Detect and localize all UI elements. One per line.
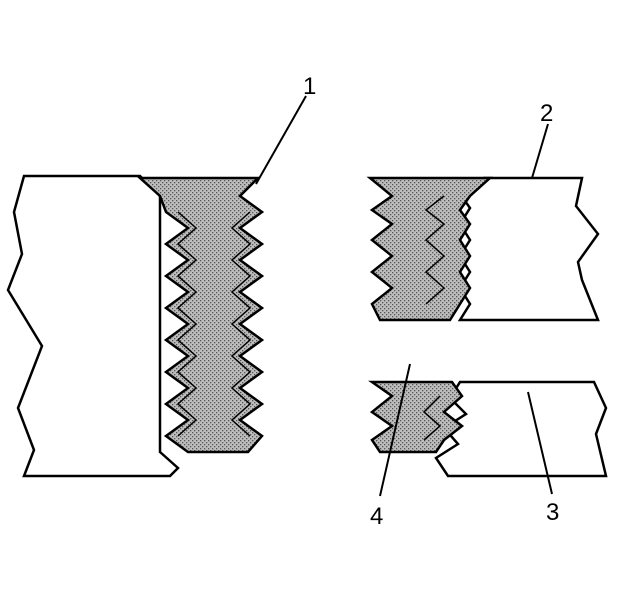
- leader-line-3: [527, 391, 553, 495]
- upper-right-block-outline: [457, 176, 600, 322]
- left-thread-inner-edge: [176, 211, 198, 437]
- callout-label-3: 3: [546, 499, 559, 526]
- upper-thread-edge: [424, 195, 446, 305]
- left-block-outline: [6, 174, 180, 478]
- callout-label-4: 4: [370, 503, 383, 530]
- leader-line-2: [531, 123, 549, 179]
- left-block: [6, 174, 265, 478]
- left-thread-outer-edge: [230, 211, 252, 437]
- lower-thread-edge: [422, 395, 442, 441]
- lower-thread-insert: [368, 380, 465, 454]
- upper-right-block: [366, 176, 600, 322]
- callout-label-2: 2: [540, 100, 553, 127]
- left-thread-insert: [136, 176, 265, 454]
- lower-right-block-outline: [434, 380, 608, 478]
- callout-label-1: 1: [303, 73, 316, 100]
- lower-right-block: [368, 380, 608, 478]
- leader-line-1: [255, 95, 307, 185]
- upper-thread-insert: [366, 176, 494, 322]
- leader-line-4: [379, 363, 411, 497]
